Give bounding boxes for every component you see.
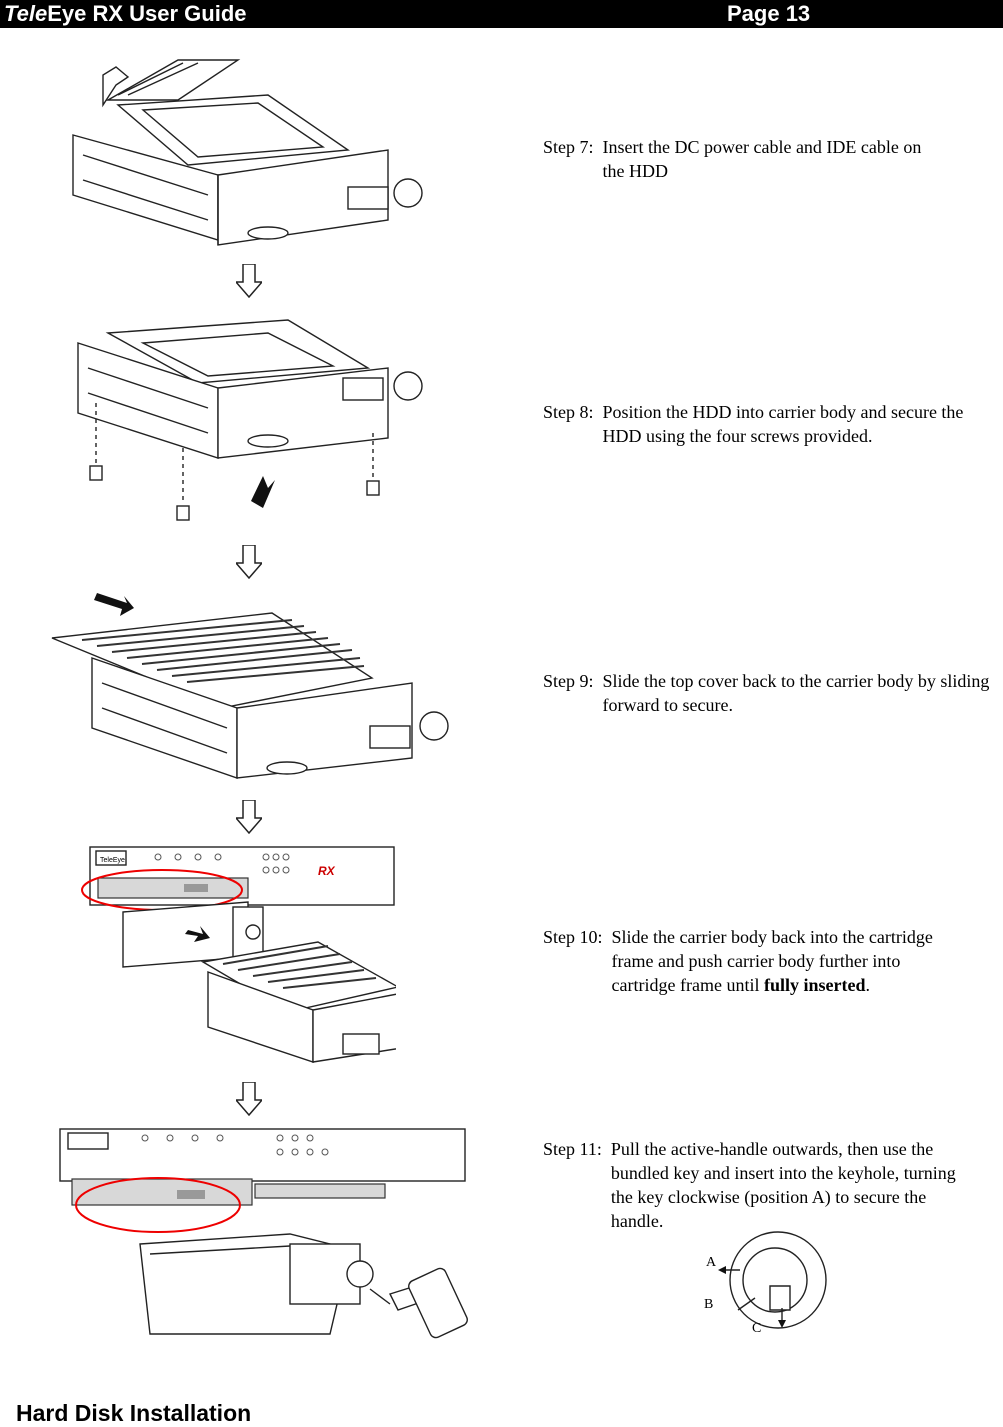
step-9-text: Step 9: Slide the top cover back to the …	[543, 671, 990, 715]
figure-step10-insert-carrier: TeleEye RX	[78, 842, 396, 1074]
key-position-diagram: A B C	[700, 1228, 830, 1338]
down-arrow-icon	[234, 799, 264, 839]
down-arrow-icon	[234, 263, 264, 303]
down-arrow-icon	[234, 1081, 264, 1121]
key-label-c: C	[752, 1321, 761, 1336]
panel-logo: TeleEye	[100, 857, 125, 864]
step-10-text: Step 10: Slide the carrier body back int…	[543, 927, 933, 995]
figure-step11-key	[30, 1124, 470, 1348]
figure-step9-top-cover	[42, 588, 456, 794]
figure-step7-cables	[58, 55, 440, 261]
key-label-b: B	[704, 1297, 713, 1312]
step-7-text: Step 7: Insert the DC power cable and ID…	[543, 137, 922, 181]
page-header: TeleEye RX User Guide Page 13	[0, 0, 1003, 28]
panel-model: RX	[318, 864, 336, 878]
section-footer-title: Hard Disk Installation	[16, 1400, 252, 1426]
page-number: Page 13	[727, 1, 811, 26]
down-arrow-icon	[234, 544, 264, 584]
figure-step8-screws	[68, 308, 428, 528]
key-label-a: A	[706, 1255, 717, 1270]
document-title: TeleEye RX User Guide	[4, 1, 247, 26]
step-11-text: Step 11: Pull the active-handle outwards…	[543, 1139, 956, 1231]
step-8-text: Step 8: Position the HDD into carrier bo…	[543, 402, 964, 446]
